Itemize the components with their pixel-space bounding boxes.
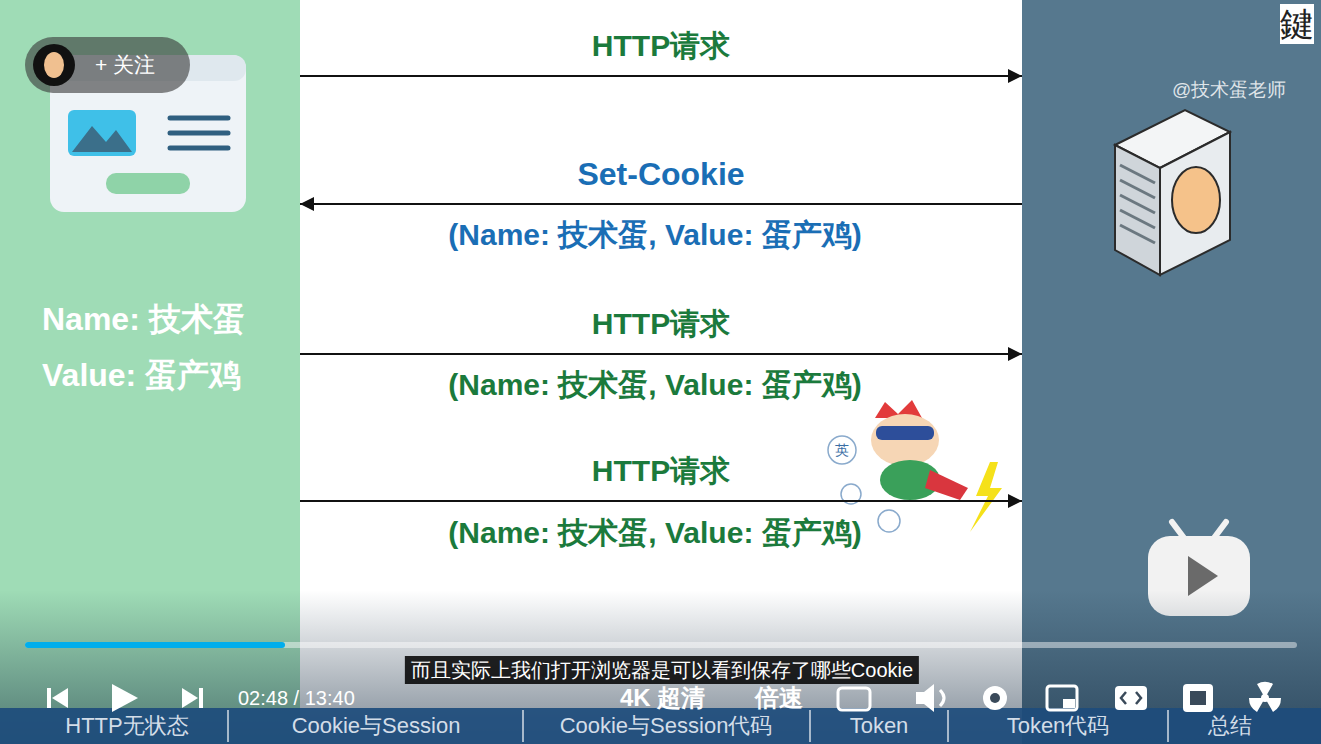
server-icon <box>1120 180 1155 198</box>
browser-icon <box>68 110 136 156</box>
server-icon <box>1115 145 1160 275</box>
quality-button: 4K 超清 <box>620 684 705 712</box>
cookie-payload: (Name: 技术蛋, Value: 蛋产鸡) <box>444 515 865 551</box>
chapter-title: Token代码 <box>1007 712 1110 740</box>
message-arrow <box>300 353 1022 355</box>
server-icon <box>1120 195 1155 213</box>
progress-bar <box>25 642 1297 648</box>
edge-label: HTTP请求 <box>586 28 736 64</box>
corner-character: 鍵 <box>1280 4 1314 44</box>
chapter-title: Cookie与Session代码 <box>560 712 773 740</box>
browser-icon <box>170 131 228 136</box>
server-icon <box>1120 225 1155 243</box>
tv-logo <box>1172 522 1184 538</box>
chapter-bar <box>227 710 229 742</box>
hero-character <box>925 470 968 500</box>
cookie-payload: (Name: 技术蛋, Value: 蛋产鸡) <box>444 217 865 253</box>
message-arrow <box>300 203 1022 205</box>
player-controls <box>1183 684 1213 712</box>
follow-button <box>33 44 75 86</box>
play-time: 02:48 / 13:40 <box>238 685 355 711</box>
server-icon <box>1120 210 1155 228</box>
server-icon <box>1160 132 1230 275</box>
chapter-bar <box>947 710 949 742</box>
player-controls <box>983 686 1007 710</box>
edge-label: HTTP请求 <box>586 453 736 489</box>
player-controls <box>47 682 1281 712</box>
player-controls <box>112 684 138 712</box>
player-controls <box>1047 686 1077 710</box>
cookie-payload: (Name: 技术蛋, Value: 蛋产鸡) <box>444 367 865 403</box>
chapter-bar <box>0 708 1321 744</box>
cookie-value: Value: 蛋产鸡 <box>42 356 241 394</box>
follow-button <box>25 37 190 93</box>
player-controls <box>52 688 68 708</box>
player-controls <box>1249 682 1281 712</box>
hero-character <box>876 426 934 440</box>
hero-character <box>878 510 900 532</box>
chapter-title: Token <box>850 712 909 740</box>
server-icon <box>1172 167 1220 233</box>
message-arrow <box>300 75 1022 77</box>
player-controls <box>838 688 870 710</box>
player-controls <box>1063 699 1075 708</box>
tv-logo <box>1214 522 1226 538</box>
player-controls <box>1115 686 1147 710</box>
browser-icon <box>72 126 132 152</box>
server-icon <box>1115 110 1230 275</box>
player-shade <box>0 590 1321 744</box>
player-controls <box>990 693 1000 703</box>
player-controls <box>182 688 198 708</box>
browser-panel: Name: 技术蛋 Value: 蛋产鸡 <box>0 0 300 700</box>
follow-button-text: + 关注 <box>95 52 155 78</box>
browser-icon <box>106 173 190 194</box>
browser-icon <box>170 146 228 151</box>
subtitle: 而且实际上我们打开浏览器是可以看到保存了哪些Cookie <box>405 656 919 684</box>
edge-label: HTTP请求 <box>586 306 736 342</box>
chapter-title: HTTP无状态 <box>65 712 188 740</box>
progress-bar <box>25 642 285 648</box>
speed-button: 倍速 <box>755 684 803 712</box>
hero-character <box>871 414 939 466</box>
chapter-title: Cookie与Session <box>292 712 461 740</box>
watermark: @技术蛋老师 <box>1172 78 1286 102</box>
player-controls <box>1121 692 1141 704</box>
chapter-bar <box>522 710 524 742</box>
message-arrow <box>300 500 1022 502</box>
browser-icon <box>170 116 228 121</box>
hero-character <box>828 436 856 464</box>
progress-bar <box>25 642 1297 648</box>
player-controls <box>940 690 944 706</box>
edge-label: Set-Cookie <box>571 156 750 192</box>
hero-character <box>970 462 1002 532</box>
chapter-bar <box>1167 710 1169 742</box>
player-controls <box>916 684 934 712</box>
follow-button <box>44 52 64 78</box>
chapter-bar <box>809 710 811 742</box>
chapter-bar <box>0 708 1321 744</box>
cookie-name: Name: 技术蛋 <box>42 300 245 338</box>
server-icon <box>1120 165 1155 183</box>
follow-button <box>25 37 190 93</box>
speech-bubble: 英 <box>835 441 849 459</box>
player-shade <box>0 590 1321 744</box>
player-controls <box>1190 691 1206 705</box>
chapter-title: 总结 <box>1208 712 1252 740</box>
player-controls <box>199 688 203 708</box>
server-panel: @技术蛋老师 <box>1022 0 1321 700</box>
player-controls <box>47 688 51 708</box>
hero-character <box>828 400 1002 532</box>
